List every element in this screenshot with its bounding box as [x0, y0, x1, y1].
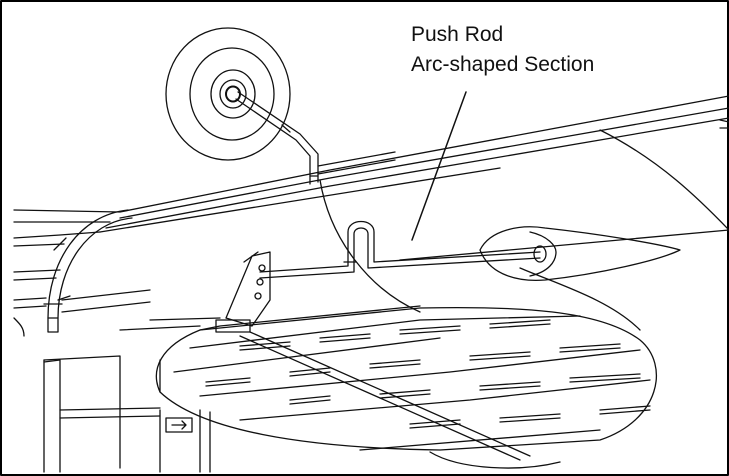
- push-rod: [259, 220, 541, 279]
- landing-gear-leg: [235, 91, 319, 185]
- spinner: [479, 226, 681, 281]
- lower-structure: [43, 355, 211, 473]
- fuselage: [13, 95, 729, 331]
- control-horn: [215, 251, 271, 333]
- stabilizer: [119, 305, 657, 469]
- callout-pointer: [411, 91, 467, 241]
- left-tail-sections: [13, 221, 151, 337]
- callout-arc-section: Arc-shaped Section: [411, 53, 595, 76]
- fin-arc: [43, 209, 133, 333]
- callout-push-rod: Push Rod: [411, 23, 504, 46]
- wheel: [165, 27, 291, 161]
